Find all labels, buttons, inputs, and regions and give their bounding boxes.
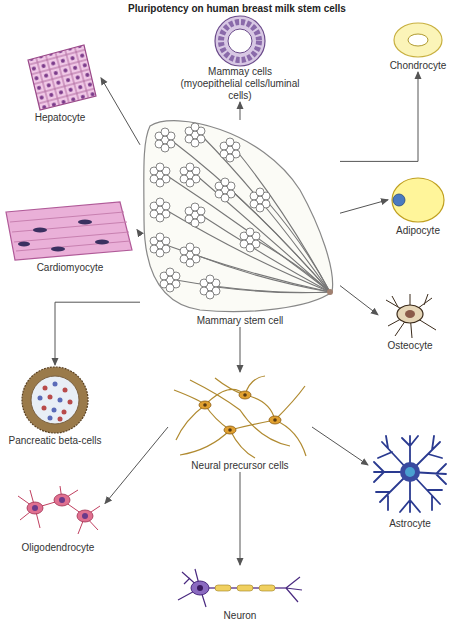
cell-node: Astrocyte (368, 430, 452, 530)
picture-area (173, 565, 307, 610)
picture-area (11, 482, 105, 542)
cell-label: Cardiomyocyte (37, 262, 104, 274)
differentiation-arrow (240, 472, 241, 565)
cell-node: Oligodendrocyte (11, 482, 105, 554)
cell-label: Mammary stem cell (197, 315, 284, 327)
hepatocyte-picture (28, 45, 96, 110)
neural-precursor-picture (174, 376, 306, 458)
differentiation-arrow (137, 230, 140, 234)
differentiation-arrow (312, 427, 368, 465)
cell-label: Astrocyte (389, 518, 431, 530)
cardiomyocyte-picture (6, 202, 132, 260)
cell-node: Adipocyte (388, 175, 448, 237)
picture-area (388, 175, 448, 225)
mammary-cell-ring (215, 16, 265, 66)
osteocyte-picture (386, 294, 436, 338)
astrocyte-picture (374, 436, 446, 512)
pancreatic-islet-picture (22, 367, 88, 433)
differentiation-arrow (240, 327, 241, 372)
cell-label: Adipocyte (396, 225, 440, 237)
picture-area (378, 290, 442, 340)
differentiation-arrow (340, 286, 378, 315)
cell-label: Osteocyte (387, 340, 432, 352)
picture-area (368, 430, 452, 518)
differentiation-arrow (240, 102, 241, 120)
oligodendrocyte-picture (18, 486, 100, 534)
differentiation-arrow (101, 78, 140, 145)
diagram-title: Pluripotency on human breast milk stem c… (0, 3, 474, 15)
differentiation-arrow (340, 200, 388, 213)
picture-area (7, 365, 104, 435)
cell-node: Chondrocyte (388, 20, 449, 72)
picture-area (388, 20, 449, 60)
cell-label: Neuron (224, 610, 257, 622)
cell-node: Mammay cells (myoepithelial cells/lumina… (178, 16, 302, 102)
breast-picture (144, 121, 333, 312)
picture-area (178, 16, 302, 66)
cell-label: Pancreatic beta-cells (9, 435, 102, 447)
chondrocyte-picture (394, 23, 442, 57)
cell-label: Neural precursor cells (191, 460, 288, 472)
cell-node: Cardiomyocyte (3, 200, 137, 274)
cell-label: Hepatocyte (35, 112, 86, 124)
cell-node: Neural precursor cells (168, 372, 312, 472)
cell-label: Oligodendrocyte (22, 542, 95, 554)
cell-node: Pancreatic beta-cells (7, 365, 104, 447)
differentiation-arrow (105, 427, 168, 504)
cell-label: Mammay cells (myoepithelial cells/lumina… (180, 66, 300, 102)
cell-node: Mammary stem cell (140, 120, 340, 327)
cell-label: Chondrocyte (390, 60, 447, 72)
cell-node: Osteocyte (378, 290, 442, 352)
differentiation-arrow (55, 302, 140, 365)
picture-area (140, 120, 340, 315)
cell-node: Hepatocyte (19, 40, 101, 124)
differentiation-arrow (340, 72, 418, 161)
picture-area (19, 40, 101, 112)
neuron-picture (178, 569, 302, 607)
adipocyte-picture (392, 178, 444, 222)
picture-area (168, 372, 312, 460)
cell-node: Neuron (173, 565, 307, 622)
picture-area (3, 200, 137, 262)
